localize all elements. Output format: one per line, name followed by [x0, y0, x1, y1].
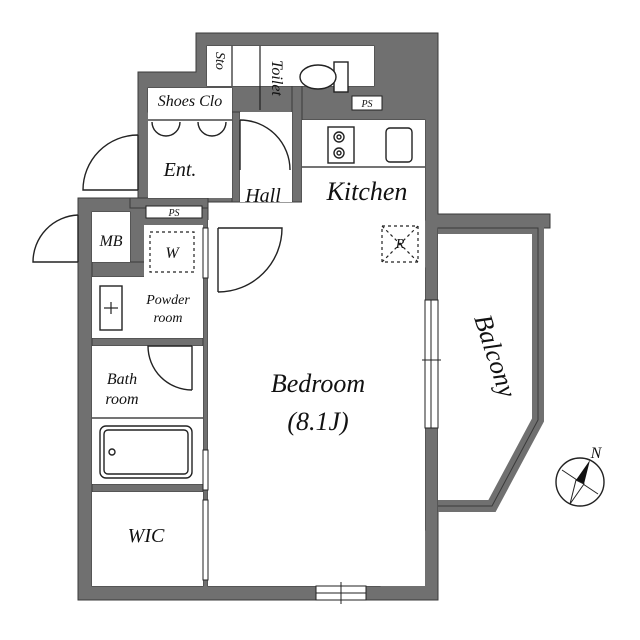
ps-box-top	[351, 95, 383, 111]
bath-door	[147, 345, 193, 391]
sliding-door-wic	[202, 499, 209, 581]
refrigerator-label: R	[395, 237, 405, 252]
ps-box-hall	[145, 205, 203, 219]
wall-bath-wic	[91, 483, 204, 493]
wall-ent-hall	[231, 111, 241, 203]
shoes-closet-floor	[148, 88, 232, 112]
wall-powder-bath	[91, 337, 204, 347]
powder-room-label-2: room	[153, 311, 182, 326]
bathtub	[99, 425, 193, 479]
refrigerator	[381, 225, 419, 263]
bedroom-label: Bedroom	[271, 369, 365, 398]
powder-room-label-1: Powder	[145, 293, 190, 308]
hall-door	[239, 119, 291, 171]
bath-room-label-2: room	[105, 391, 138, 408]
mb-floor	[92, 212, 130, 262]
stove	[327, 126, 355, 164]
wic-floor	[92, 492, 203, 586]
kitchen-sink	[385, 127, 413, 163]
toilet-label: Toilet	[268, 60, 285, 96]
washer-label: W	[165, 245, 180, 262]
sliding-door-washer	[202, 227, 209, 279]
north-label: N	[590, 445, 603, 462]
bath-room-label-1: Bath	[107, 371, 137, 388]
shoes-closet-label: Shoes Clo	[158, 93, 222, 110]
closet-doors	[151, 121, 227, 137]
toilet-bowl	[299, 64, 337, 90]
bedroom-door	[217, 227, 283, 293]
bedroom-floor	[208, 220, 425, 586]
entrance-label: Ent.	[163, 159, 197, 181]
mb-door	[32, 214, 79, 263]
wall-hall-kitchen	[291, 85, 303, 203]
bedroom-size-label: (8.1J)	[287, 407, 348, 436]
entrance-floor	[148, 112, 232, 198]
ps-hall-label: PS	[167, 208, 179, 219]
ps-top-label: PS	[360, 99, 372, 110]
sliding-door-bath	[202, 449, 209, 491]
storage-label: Sto	[212, 52, 227, 70]
balcony-outline	[438, 227, 539, 507]
hall-label: Hall	[244, 185, 281, 207]
wic-label: WIC	[128, 525, 165, 547]
mb-label: MB	[98, 233, 122, 250]
washer-area-floor	[144, 225, 203, 277]
kitchen-label: Kitchen	[326, 177, 408, 206]
entrance-door	[82, 134, 139, 191]
compass-icon	[555, 457, 605, 507]
